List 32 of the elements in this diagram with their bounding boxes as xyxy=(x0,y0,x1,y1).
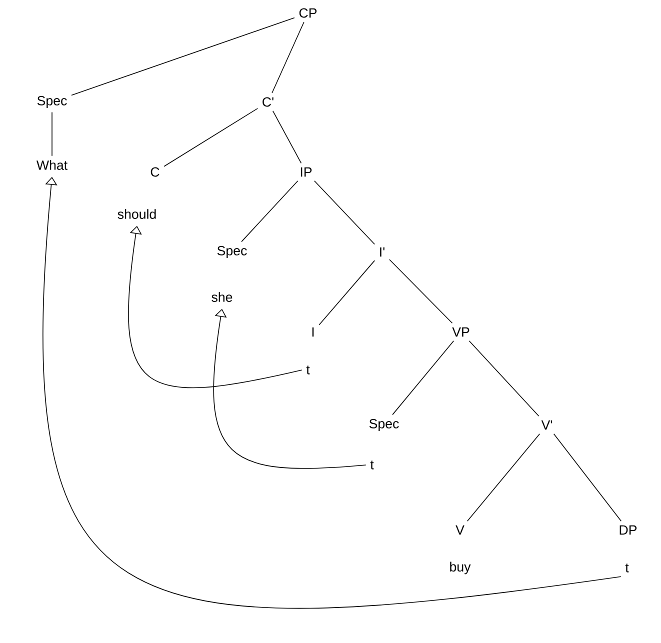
tree-branch xyxy=(272,110,302,164)
tree-branch xyxy=(241,180,298,242)
tree-label: should xyxy=(118,209,156,219)
tree-label: t xyxy=(370,460,374,470)
tree-branch xyxy=(392,340,454,416)
tree-branch xyxy=(164,108,258,167)
tree-label: IP xyxy=(300,167,312,177)
tree-label: DP xyxy=(620,525,637,535)
tree-label: C xyxy=(150,167,160,177)
tree-label: CP xyxy=(299,8,317,18)
tree-label: t xyxy=(625,564,629,572)
tree-label: I xyxy=(312,327,314,337)
tree-label: she xyxy=(212,292,232,302)
tree-branch xyxy=(553,433,622,522)
tree-label: VP xyxy=(452,327,470,337)
tree-label: Spec xyxy=(369,418,399,432)
tree-label: Spec xyxy=(217,246,247,258)
tree-branch xyxy=(272,22,304,94)
tree-branch xyxy=(466,433,540,522)
tree-branch xyxy=(318,260,375,326)
tree-label: C' xyxy=(262,97,274,107)
tree-label: I' xyxy=(380,247,384,257)
tree-label: V xyxy=(456,525,464,535)
tree-branch xyxy=(314,180,375,245)
tree-label: V' xyxy=(541,420,552,430)
tree-branch xyxy=(71,17,295,96)
tree-branch xyxy=(468,340,540,417)
tree-label: buy xyxy=(450,562,471,574)
tree-label: Spec xyxy=(37,96,67,108)
tree-branch xyxy=(389,259,453,324)
tree-label: What xyxy=(36,160,68,170)
tree-label: t xyxy=(306,366,310,374)
